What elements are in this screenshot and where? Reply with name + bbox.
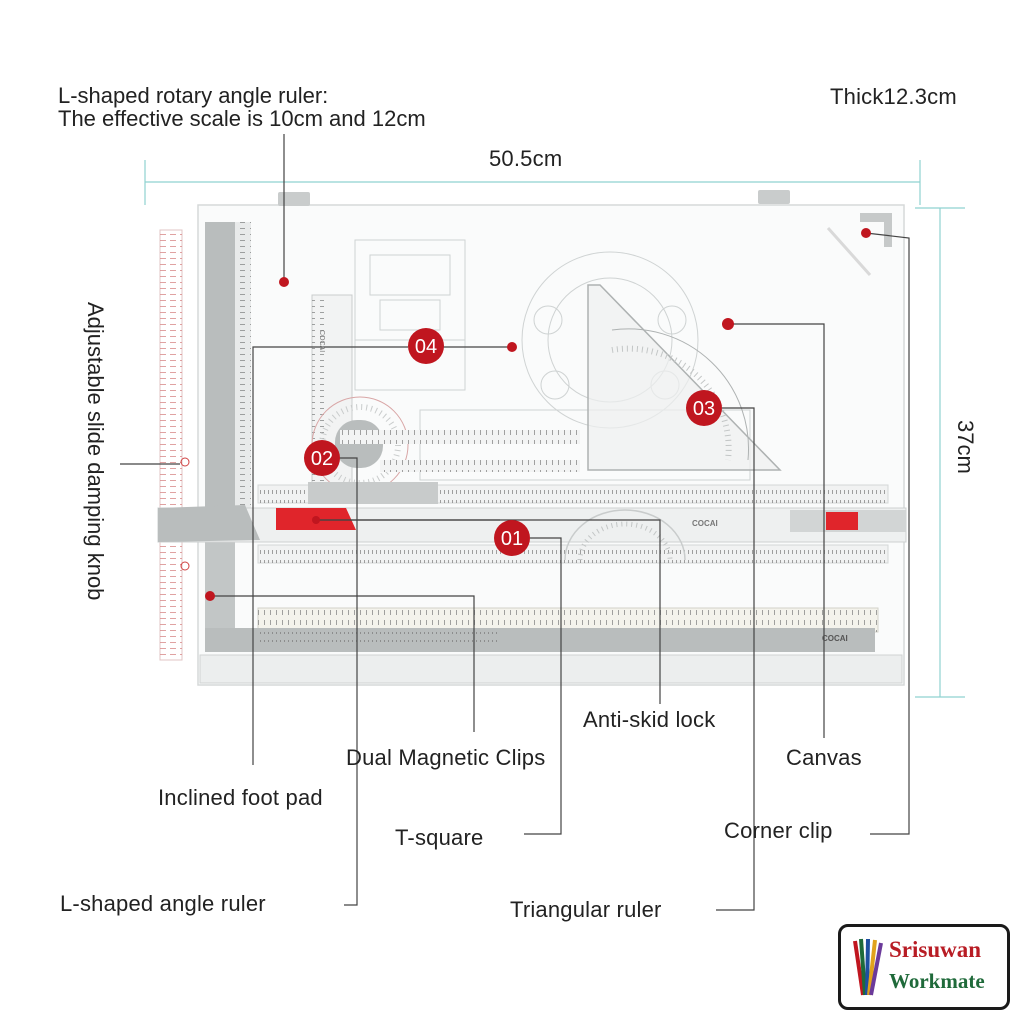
thickness-label: Thick12.3cm	[830, 84, 957, 109]
t-square-bar	[157, 482, 907, 564]
badge-01: 01	[494, 520, 530, 556]
brand-logo: Srisuwan Workmate	[838, 924, 1010, 1010]
pencils-icon	[853, 938, 883, 996]
width-label: 50.5cm	[489, 146, 563, 171]
badge-04: 04	[408, 328, 444, 364]
logo-line1: Srisuwan	[889, 937, 982, 962]
leader-lines	[120, 134, 910, 911]
anti-skid-lock-right[interactable]	[826, 512, 858, 530]
svg-text:04: 04	[415, 336, 437, 358]
canvas-label: Canvas	[786, 745, 862, 770]
height-label: 37cm	[953, 420, 978, 474]
bottom-ruler	[205, 607, 879, 652]
left-side-scale	[159, 229, 190, 661]
brand-mark-center: COCAI	[692, 519, 718, 528]
l-ruler-label: L-shaped angle ruler	[60, 891, 266, 916]
triangular-ruler-label: Triangular ruler	[510, 897, 662, 922]
lower-protractor	[564, 509, 686, 561]
knob-label: Adjustable slide damping knob	[83, 302, 108, 601]
rotary-ruler-scale: The effective scale is 10cm and 12cm	[58, 106, 426, 131]
height-dimension	[915, 207, 965, 698]
width-dimension	[144, 160, 921, 205]
svg-text:01: 01	[501, 528, 523, 550]
horizontal-ruler-upper	[340, 430, 580, 472]
callout-dots	[205, 228, 871, 601]
rotary-ruler-title: L-shaped rotary angle ruler:	[58, 83, 329, 108]
svg-text:03: 03	[693, 398, 715, 420]
badge-03: 03	[686, 390, 722, 426]
foot-pad-label: Inclined foot pad	[158, 785, 323, 810]
svg-text:02: 02	[311, 448, 333, 470]
brand-mark-bottom: COCAI	[822, 634, 848, 643]
anti-skid-lock-label: Anti-skid lock	[583, 707, 716, 732]
t-square-label: T-square	[395, 825, 484, 850]
l-ruler-arm	[205, 222, 251, 650]
triangular-ruler-shape	[587, 284, 782, 471]
logo-line2: Workmate	[889, 969, 985, 993]
top-clip-right	[758, 190, 790, 204]
corner-clip-label: Corner clip	[724, 818, 833, 843]
brand-mark-left: COCAI	[318, 330, 325, 352]
top-clip-left	[278, 192, 310, 206]
corner-clip-shape	[860, 213, 892, 247]
badge-02: 02	[304, 440, 340, 476]
magnetic-clips-label: Dual Magnetic Clips	[346, 745, 546, 770]
